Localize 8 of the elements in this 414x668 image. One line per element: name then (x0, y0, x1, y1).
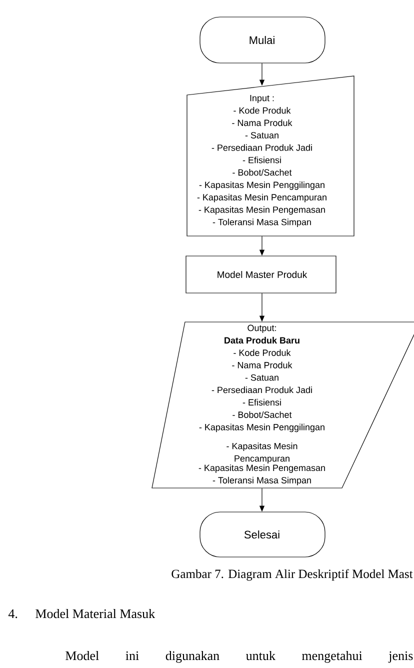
section-number: 4. (8, 609, 18, 618)
data-parallelogram: Output: Data Produk Baru - Kode Produk - Nama Produk - Satuan - Persediaan Produk Jadi - Efisiensi - Bobot/Sachet - Kapasitas Mesin Penggilingan - Kapasitas Mesin Pencampuran - Kapasitas Mesin Pengemasan - Toleransi Masa Simpan (152, 322, 414, 488)
section-heading: Model Material Masuk (36, 608, 156, 618)
body-text: Model ini digunakan untuk mengetahui jenis (66, 650, 413, 663)
terminal-box: Selesai (200, 512, 326, 558)
terminal-box: Mulai (200, 16, 326, 64)
figure-caption: Gambar 7. Diagram Alir Deskriptif Model Mast (172, 569, 413, 581)
process-box: Model Master Produk (186, 256, 336, 294)
